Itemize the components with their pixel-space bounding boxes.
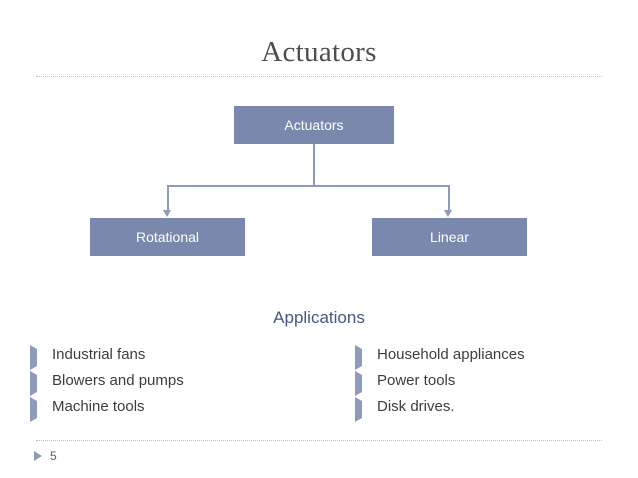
diagram-node-root-label: Actuators (284, 117, 344, 133)
footer-triangle-icon (34, 451, 42, 461)
list-item-label: Household appliances (377, 346, 525, 363)
list-item-label: Machine tools (52, 398, 145, 415)
list-item-label: Power tools (377, 372, 456, 389)
diagram-node-rotational: Rotational (90, 218, 245, 256)
bullet-triangle-icon (30, 370, 52, 396)
diagram-node-linear-label: Linear (430, 229, 469, 245)
list-item: Machine tools (30, 396, 330, 422)
list-item: Household appliances (355, 344, 625, 370)
bullet-triangle-icon (30, 344, 52, 370)
arrow-head-right-icon (444, 210, 452, 217)
connector-left-vertical (167, 185, 169, 211)
diagram-node-rotational-label: Rotational (135, 229, 200, 245)
bullet-triangle-icon (30, 396, 52, 422)
applications-right-column: Household appliances Power tools Disk dr… (355, 344, 625, 422)
list-item: Industrial fans (30, 344, 330, 370)
bullet-triangle-icon (355, 344, 377, 370)
page-number: 5 (50, 449, 57, 463)
bullet-triangle-icon (355, 396, 377, 422)
diagram-node-root: Actuators (234, 106, 394, 144)
bullet-triangle-icon (355, 370, 377, 396)
title-divider (36, 76, 602, 77)
arrow-head-left-icon (163, 210, 171, 217)
list-item: Power tools (355, 370, 625, 396)
footer-divider (36, 440, 602, 441)
page-title: Actuators (261, 36, 377, 68)
diagram-node-linear: Linear (372, 218, 527, 256)
applications-heading: Applications (273, 308, 365, 327)
list-item-label: Industrial fans (52, 346, 146, 363)
list-item-label: Disk drives. (377, 398, 455, 415)
applications-left-column: Industrial fans Blowers and pumps Machin… (30, 344, 330, 422)
list-item: Disk drives. (355, 396, 625, 422)
connector-right-vertical (448, 185, 450, 211)
list-item: Blowers and pumps (30, 370, 330, 396)
connector-horizontal (167, 185, 449, 187)
list-item-label: Blowers and pumps (52, 372, 184, 389)
connector-root-vertical (313, 144, 315, 186)
